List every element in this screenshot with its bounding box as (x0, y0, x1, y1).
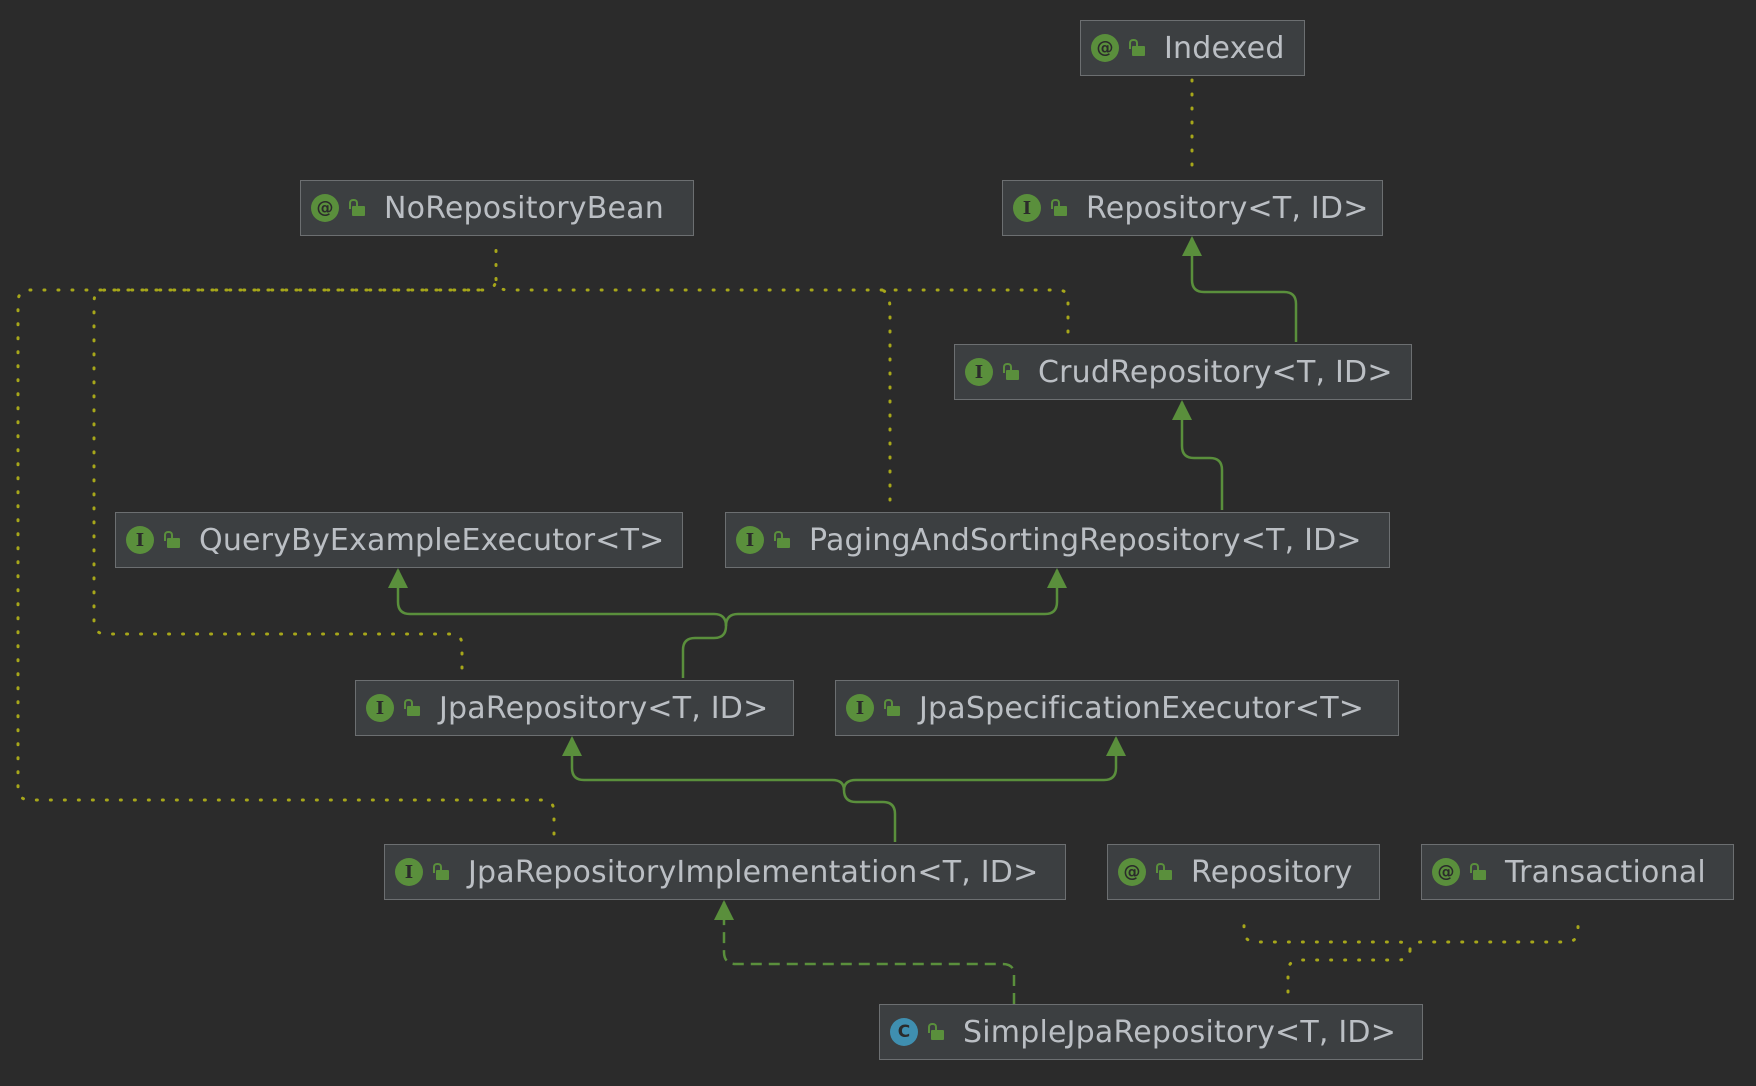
lock-icon (403, 698, 421, 718)
interface-icon: I (395, 858, 423, 886)
lock-icon (1050, 198, 1068, 218)
edge-jpa-extends-qbe (388, 568, 728, 678)
node-jpa-repository-implementation[interactable]: I JpaRepositoryImplementation<T, ID> (384, 844, 1066, 900)
node-label: JpaRepository<T, ID> (439, 690, 769, 726)
edge-simple-transactional (1408, 914, 1580, 952)
edge-jpa-norepositorybean (92, 276, 498, 670)
lock-icon (883, 698, 901, 718)
interface-icon: I (1013, 194, 1041, 222)
node-indexed[interactable]: @ Indexed (1080, 20, 1305, 76)
node-query-by-example-executor[interactable]: I QueryByExampleExecutor<T> (115, 512, 683, 568)
interface-icon: I (736, 526, 764, 554)
annotation-icon: @ (1118, 858, 1146, 886)
node-repository-generic[interactable]: I Repository<T, ID> (1002, 180, 1383, 236)
node-label: JpaRepositoryImplementation<T, ID> (468, 854, 1039, 890)
node-label: Indexed (1164, 30, 1285, 66)
edge-impl-extends-jpaspec (842, 736, 1126, 791)
node-label: Repository<T, ID> (1086, 190, 1369, 226)
node-repository-annotation[interactable]: @ Repository (1107, 844, 1380, 900)
node-transactional[interactable]: @ Transactional (1421, 844, 1734, 900)
interface-icon: I (366, 694, 394, 722)
lock-icon (773, 530, 791, 550)
lock-icon (432, 862, 450, 882)
node-label: Transactional (1505, 854, 1706, 890)
lock-icon (348, 198, 366, 218)
node-label: SimpleJpaRepository<T, ID> (963, 1014, 1397, 1050)
lock-icon (163, 530, 181, 550)
lock-icon (1155, 862, 1173, 882)
edge-paging-extends-crud (1172, 400, 1224, 510)
node-label: Repository (1191, 854, 1353, 890)
node-paging-and-sorting-repository[interactable]: I PagingAndSortingRepository<T, ID> (725, 512, 1390, 568)
edge-simple-implements-impl (714, 900, 1016, 1004)
edge-crud-extends-repository (1182, 236, 1298, 342)
edge-jpa-extends-paging (724, 568, 1067, 627)
edge-paging-norepositorybean (878, 288, 892, 502)
node-jpa-specification-executor[interactable]: I JpaSpecificationExecutor<T> (835, 680, 1399, 736)
node-jpa-repository[interactable]: I JpaRepository<T, ID> (355, 680, 794, 736)
node-simple-jpa-repository[interactable]: C SimpleJpaRepository<T, ID> (879, 1004, 1423, 1060)
node-label: CrudRepository<T, ID> (1038, 354, 1393, 390)
lock-icon (1469, 862, 1487, 882)
node-label: JpaSpecificationExecutor<T> (919, 690, 1365, 726)
edge-simple-repository-annotation (1242, 914, 1412, 994)
node-no-repository-bean[interactable]: @ NoRepositoryBean (300, 180, 694, 236)
edge-crud-norepositorybean (494, 236, 1070, 334)
node-label: QueryByExampleExecutor<T> (199, 522, 665, 558)
annotation-icon: @ (1432, 858, 1460, 886)
interface-icon: I (965, 358, 993, 386)
node-label: NoRepositoryBean (384, 190, 664, 226)
node-crud-repository[interactable]: I CrudRepository<T, ID> (954, 344, 1412, 400)
interface-icon: I (846, 694, 874, 722)
class-icon: C (890, 1018, 918, 1046)
lock-icon (1128, 38, 1146, 58)
annotation-icon: @ (1091, 34, 1119, 62)
lock-icon (927, 1022, 945, 1042)
node-label: PagingAndSortingRepository<T, ID> (809, 522, 1362, 558)
edge-impl-extends-jparepository (562, 736, 897, 842)
interface-icon: I (126, 526, 154, 554)
annotation-icon: @ (311, 194, 339, 222)
lock-icon (1002, 362, 1020, 382)
